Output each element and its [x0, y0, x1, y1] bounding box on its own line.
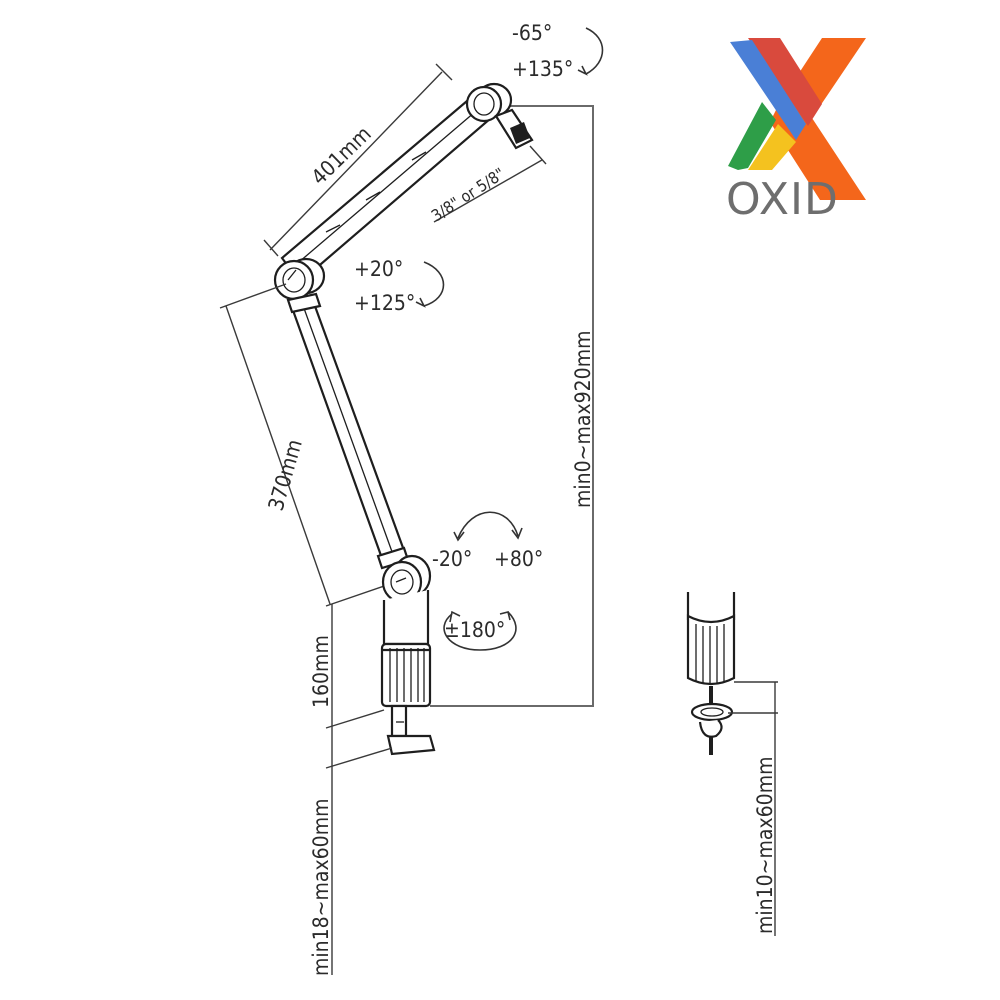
grommet-dimension [728, 681, 778, 936]
clamp-range-label: min18~max60mm [309, 798, 333, 976]
lower-arm [286, 292, 410, 570]
thread-size-label: 3/8" or 5/8" [428, 164, 508, 225]
grommet-range-label: min10~max60mm [753, 756, 777, 934]
upper-arm-length-label: 401mm [307, 122, 376, 190]
logo-x-green-stroke [728, 102, 776, 170]
post [380, 590, 432, 708]
logo-x-red-stroke [748, 38, 822, 126]
head-rotation-arrow-icon [585, 27, 604, 75]
reach-dimension [430, 105, 594, 707]
base-rotation-arrow-icon [443, 611, 517, 651]
lower-arm-length-label: 370mm [264, 437, 307, 514]
logo-x-blue-stroke [730, 40, 806, 140]
logo-x-yellow-stroke [748, 124, 796, 170]
grommet-mount-detail [686, 592, 736, 755]
head-joint [465, 82, 534, 150]
base-joint [381, 554, 432, 604]
desk-clamp [386, 704, 436, 756]
base-tilt-angle-left: -20° [432, 547, 472, 571]
reach-height-label: min0~max920mm [571, 330, 595, 508]
post-height-label: 160mm [309, 635, 333, 708]
head-angle-bottom: +135° [512, 57, 573, 81]
elbow-rotation-arrow-icon [423, 261, 445, 307]
base-tilt-angle-right: +80° [494, 547, 543, 571]
elbow-joint [273, 257, 326, 301]
base-rotation-angle: ±180° [444, 618, 505, 642]
base-tilt-arrow-icon [457, 511, 519, 539]
oxid-logo: OXID [726, 38, 866, 225]
logo-text: OXID [726, 174, 839, 225]
thread-mount [510, 122, 530, 144]
elbow-angle-bottom: +125° [354, 291, 415, 315]
elbow-angle-top: +20° [354, 257, 403, 281]
head-angle-top: -65° [512, 21, 552, 45]
